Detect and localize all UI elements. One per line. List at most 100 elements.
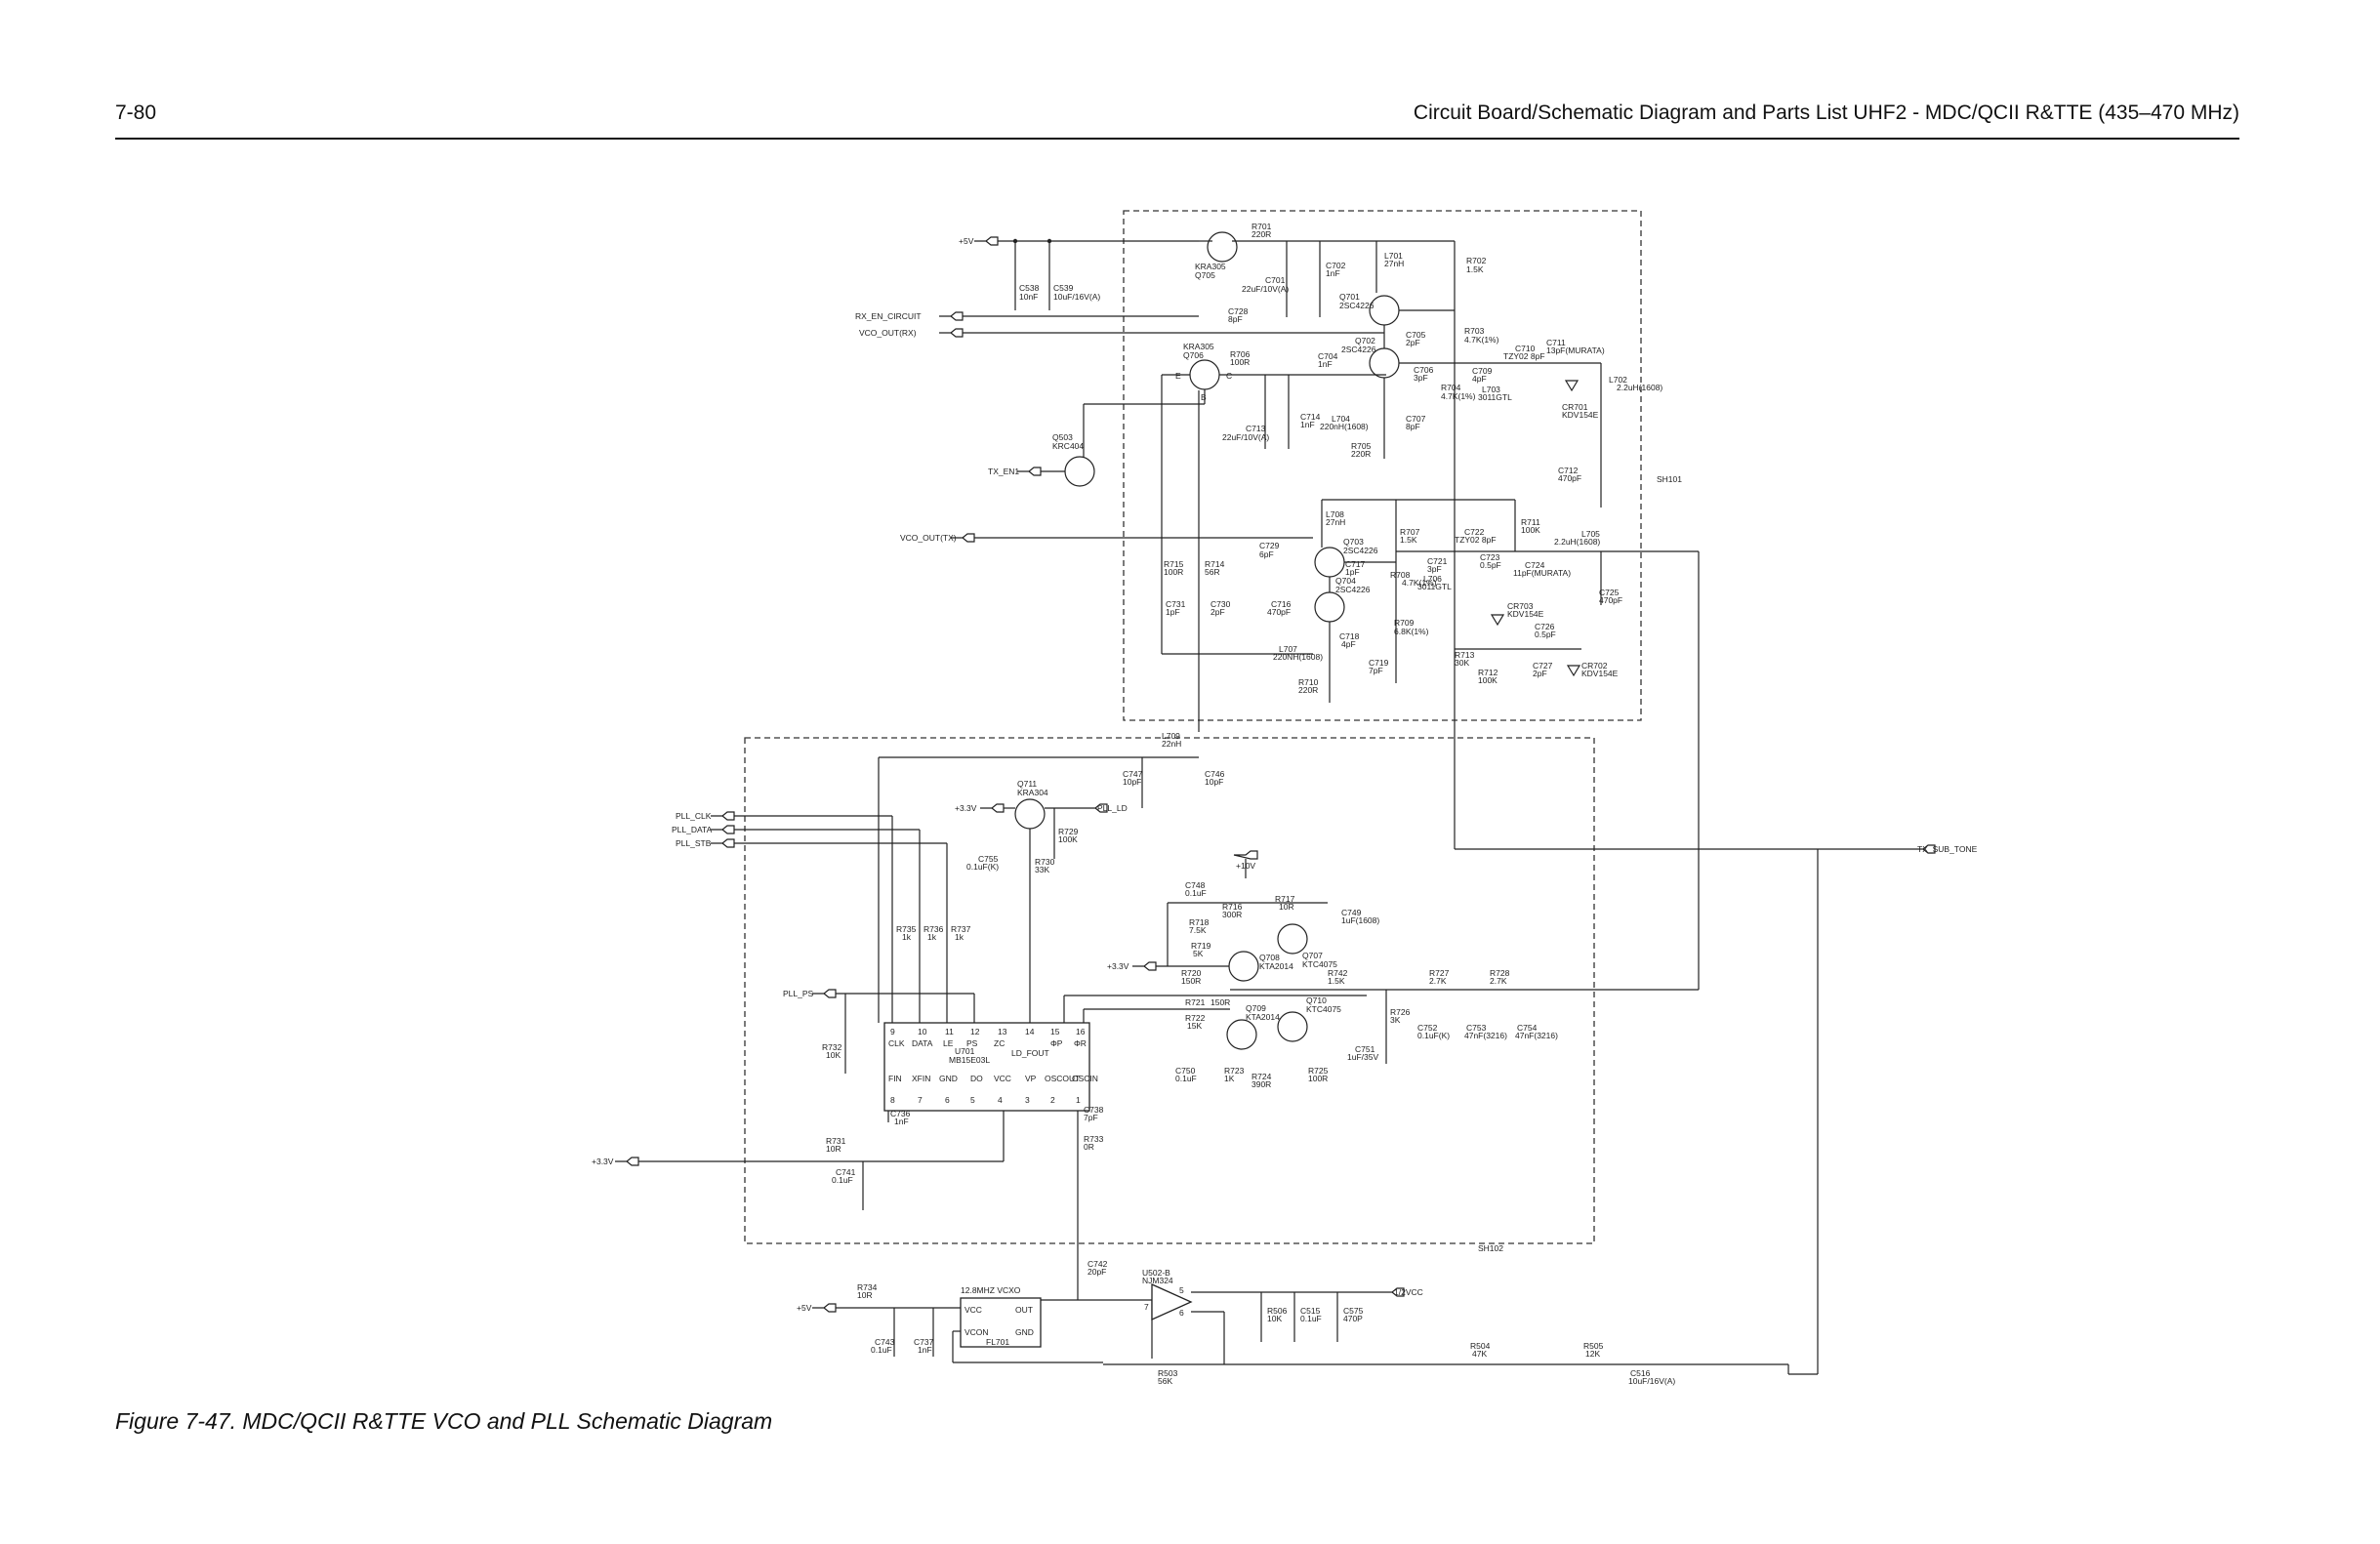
r727-value: 2.7K — [1429, 976, 1447, 986]
cr703-value: KDV154E — [1507, 609, 1544, 619]
q705-ref: Q705 — [1195, 270, 1215, 280]
c709-value: 4pF — [1472, 374, 1487, 384]
u701-pin-bottom-num: 8 — [890, 1095, 895, 1105]
port-pll-stb-symbol — [711, 838, 735, 848]
c750-value: 0.1uF — [1175, 1074, 1197, 1083]
u701-pin-top-name: DATA — [912, 1038, 933, 1048]
r712-value: 100K — [1478, 675, 1498, 685]
q709-part: KTA2014 — [1246, 1012, 1280, 1022]
r737-value: 1k — [955, 932, 964, 942]
c743-ref: C743 — [875, 1337, 895, 1347]
c575-value: 470P — [1343, 1314, 1363, 1323]
cr702-ref: CR702 — [1581, 661, 1608, 670]
c516-value: 10uF/16V(A) — [1628, 1376, 1675, 1386]
c704-value: 1nF — [1318, 359, 1333, 369]
r722-ref: R722 — [1185, 1013, 1206, 1023]
c710-ref: C710 — [1515, 344, 1536, 353]
fl701-name: FL701 — [986, 1337, 1009, 1347]
c722-ref: C722 — [1464, 527, 1485, 537]
r728-ref: R728 — [1490, 968, 1510, 978]
c729-ref: C729 — [1259, 541, 1280, 550]
q704-symbol — [1314, 591, 1345, 623]
q707-part: KTA2014 — [1259, 961, 1293, 971]
q702-part: 2SC4226 — [1341, 345, 1376, 354]
c711-value: 13pF(MURATA) — [1546, 345, 1605, 355]
q703-part: 2SC4226 — [1343, 546, 1378, 555]
r704-value: 4.7K(1%) — [1441, 391, 1476, 401]
c718-ref: C718 — [1339, 631, 1360, 641]
r705-ref: R705 — [1351, 441, 1372, 451]
r701-value: 220R — [1252, 229, 1271, 239]
r742-ref: R742 — [1328, 968, 1348, 978]
c728-value: 8pF — [1228, 314, 1243, 324]
r705-value: 220R — [1351, 449, 1371, 459]
c723-value: 0.5pF — [1480, 560, 1501, 570]
c713-ref: C713 — [1246, 424, 1266, 433]
r726-value: 3K — [1390, 1015, 1401, 1025]
c755-value: 0.1uF(K) — [966, 862, 999, 872]
q703-symbol — [1314, 547, 1345, 578]
q710-symbol — [1277, 1011, 1308, 1042]
vco-shield-box — [1123, 210, 1642, 721]
port-plus3v3-pll: +3.3V — [592, 1157, 614, 1166]
l703-ref: L703 — [1482, 385, 1500, 394]
c730-value: 2pF — [1211, 607, 1225, 617]
c727-ref: C727 — [1533, 661, 1553, 670]
l702-ref: L702 — [1609, 375, 1627, 385]
port-half-vcc-symbol — [1380, 1287, 1405, 1297]
cr702-diode-symbol — [1566, 665, 1581, 677]
u502-pin-6: 6 — [1179, 1308, 1184, 1318]
c706-ref: C706 — [1414, 365, 1434, 375]
c728-ref: C728 — [1228, 306, 1249, 316]
c709-ref: C709 — [1472, 366, 1493, 376]
r735-ref: R735 — [896, 924, 917, 934]
u701-pin-top-name: CLK — [888, 1038, 905, 1048]
c710-value: TZY02 8pF — [1503, 351, 1545, 361]
r734-ref: R734 — [857, 1282, 878, 1292]
u701-pin-top-name: PS — [966, 1038, 978, 1048]
c726-ref: C726 — [1535, 622, 1555, 631]
c704-ref: C704 — [1318, 351, 1338, 361]
pll-shield-box — [744, 737, 1595, 1244]
q503-symbol — [1064, 456, 1095, 487]
u701-pin-bottom-name: VCC — [994, 1074, 1011, 1083]
r725-ref: R725 — [1308, 1066, 1329, 1076]
c725-ref: C725 — [1599, 588, 1620, 597]
q503-part: KRC404 — [1052, 441, 1084, 451]
port-tx-en1-symbol — [1017, 467, 1042, 476]
cr701-ref: CR701 — [1562, 402, 1588, 412]
q705-part: KRA305 — [1195, 262, 1226, 271]
port-tx-en1: TX_EN1 — [988, 467, 1019, 476]
c723-ref: C723 — [1480, 552, 1500, 562]
r737-ref: R737 — [951, 924, 971, 934]
u701-pin-bottom-name: DO — [970, 1074, 983, 1083]
u701-pin-bottom-name: XFIN — [912, 1074, 930, 1083]
c743-value: 0.1uF — [871, 1345, 892, 1355]
l707-ref: L707 — [1279, 644, 1297, 654]
port-plus3v3-q711: +3.3V — [955, 803, 977, 813]
c754-ref: C754 — [1517, 1023, 1538, 1033]
l709-ref: L709 — [1162, 731, 1180, 741]
u502-name: U502-B — [1142, 1268, 1170, 1278]
l708-ref: L708 — [1326, 509, 1344, 519]
r714-ref: R714 — [1205, 559, 1225, 569]
c754-value: 47nF(3216) — [1515, 1031, 1558, 1040]
r721-value: 150R — [1211, 997, 1230, 1007]
c701-ref: C701 — [1265, 275, 1286, 285]
u701-pin-bottom-num: 5 — [970, 1095, 975, 1105]
r713-value: 30K — [1455, 658, 1469, 668]
c707-value: 8pF — [1406, 422, 1420, 431]
c721-value: 3pF — [1427, 564, 1442, 574]
cr703-ref: CR703 — [1507, 601, 1534, 611]
port-pll-ps: PLL_PS — [783, 989, 814, 998]
l705-ref: L705 — [1581, 529, 1600, 539]
port-plus3v3-pll-symbol — [615, 1157, 639, 1166]
r729-ref: R729 — [1058, 827, 1079, 836]
c736-ref: C736 — [890, 1109, 911, 1118]
r718-ref: R718 — [1189, 917, 1210, 927]
r715-value: 100R — [1164, 567, 1183, 577]
c726-value: 0.5pF — [1535, 630, 1556, 639]
u701-pin-top-num: 16 — [1076, 1027, 1086, 1036]
r702-ref: R702 — [1466, 256, 1487, 265]
r725-value: 100R — [1308, 1074, 1328, 1083]
